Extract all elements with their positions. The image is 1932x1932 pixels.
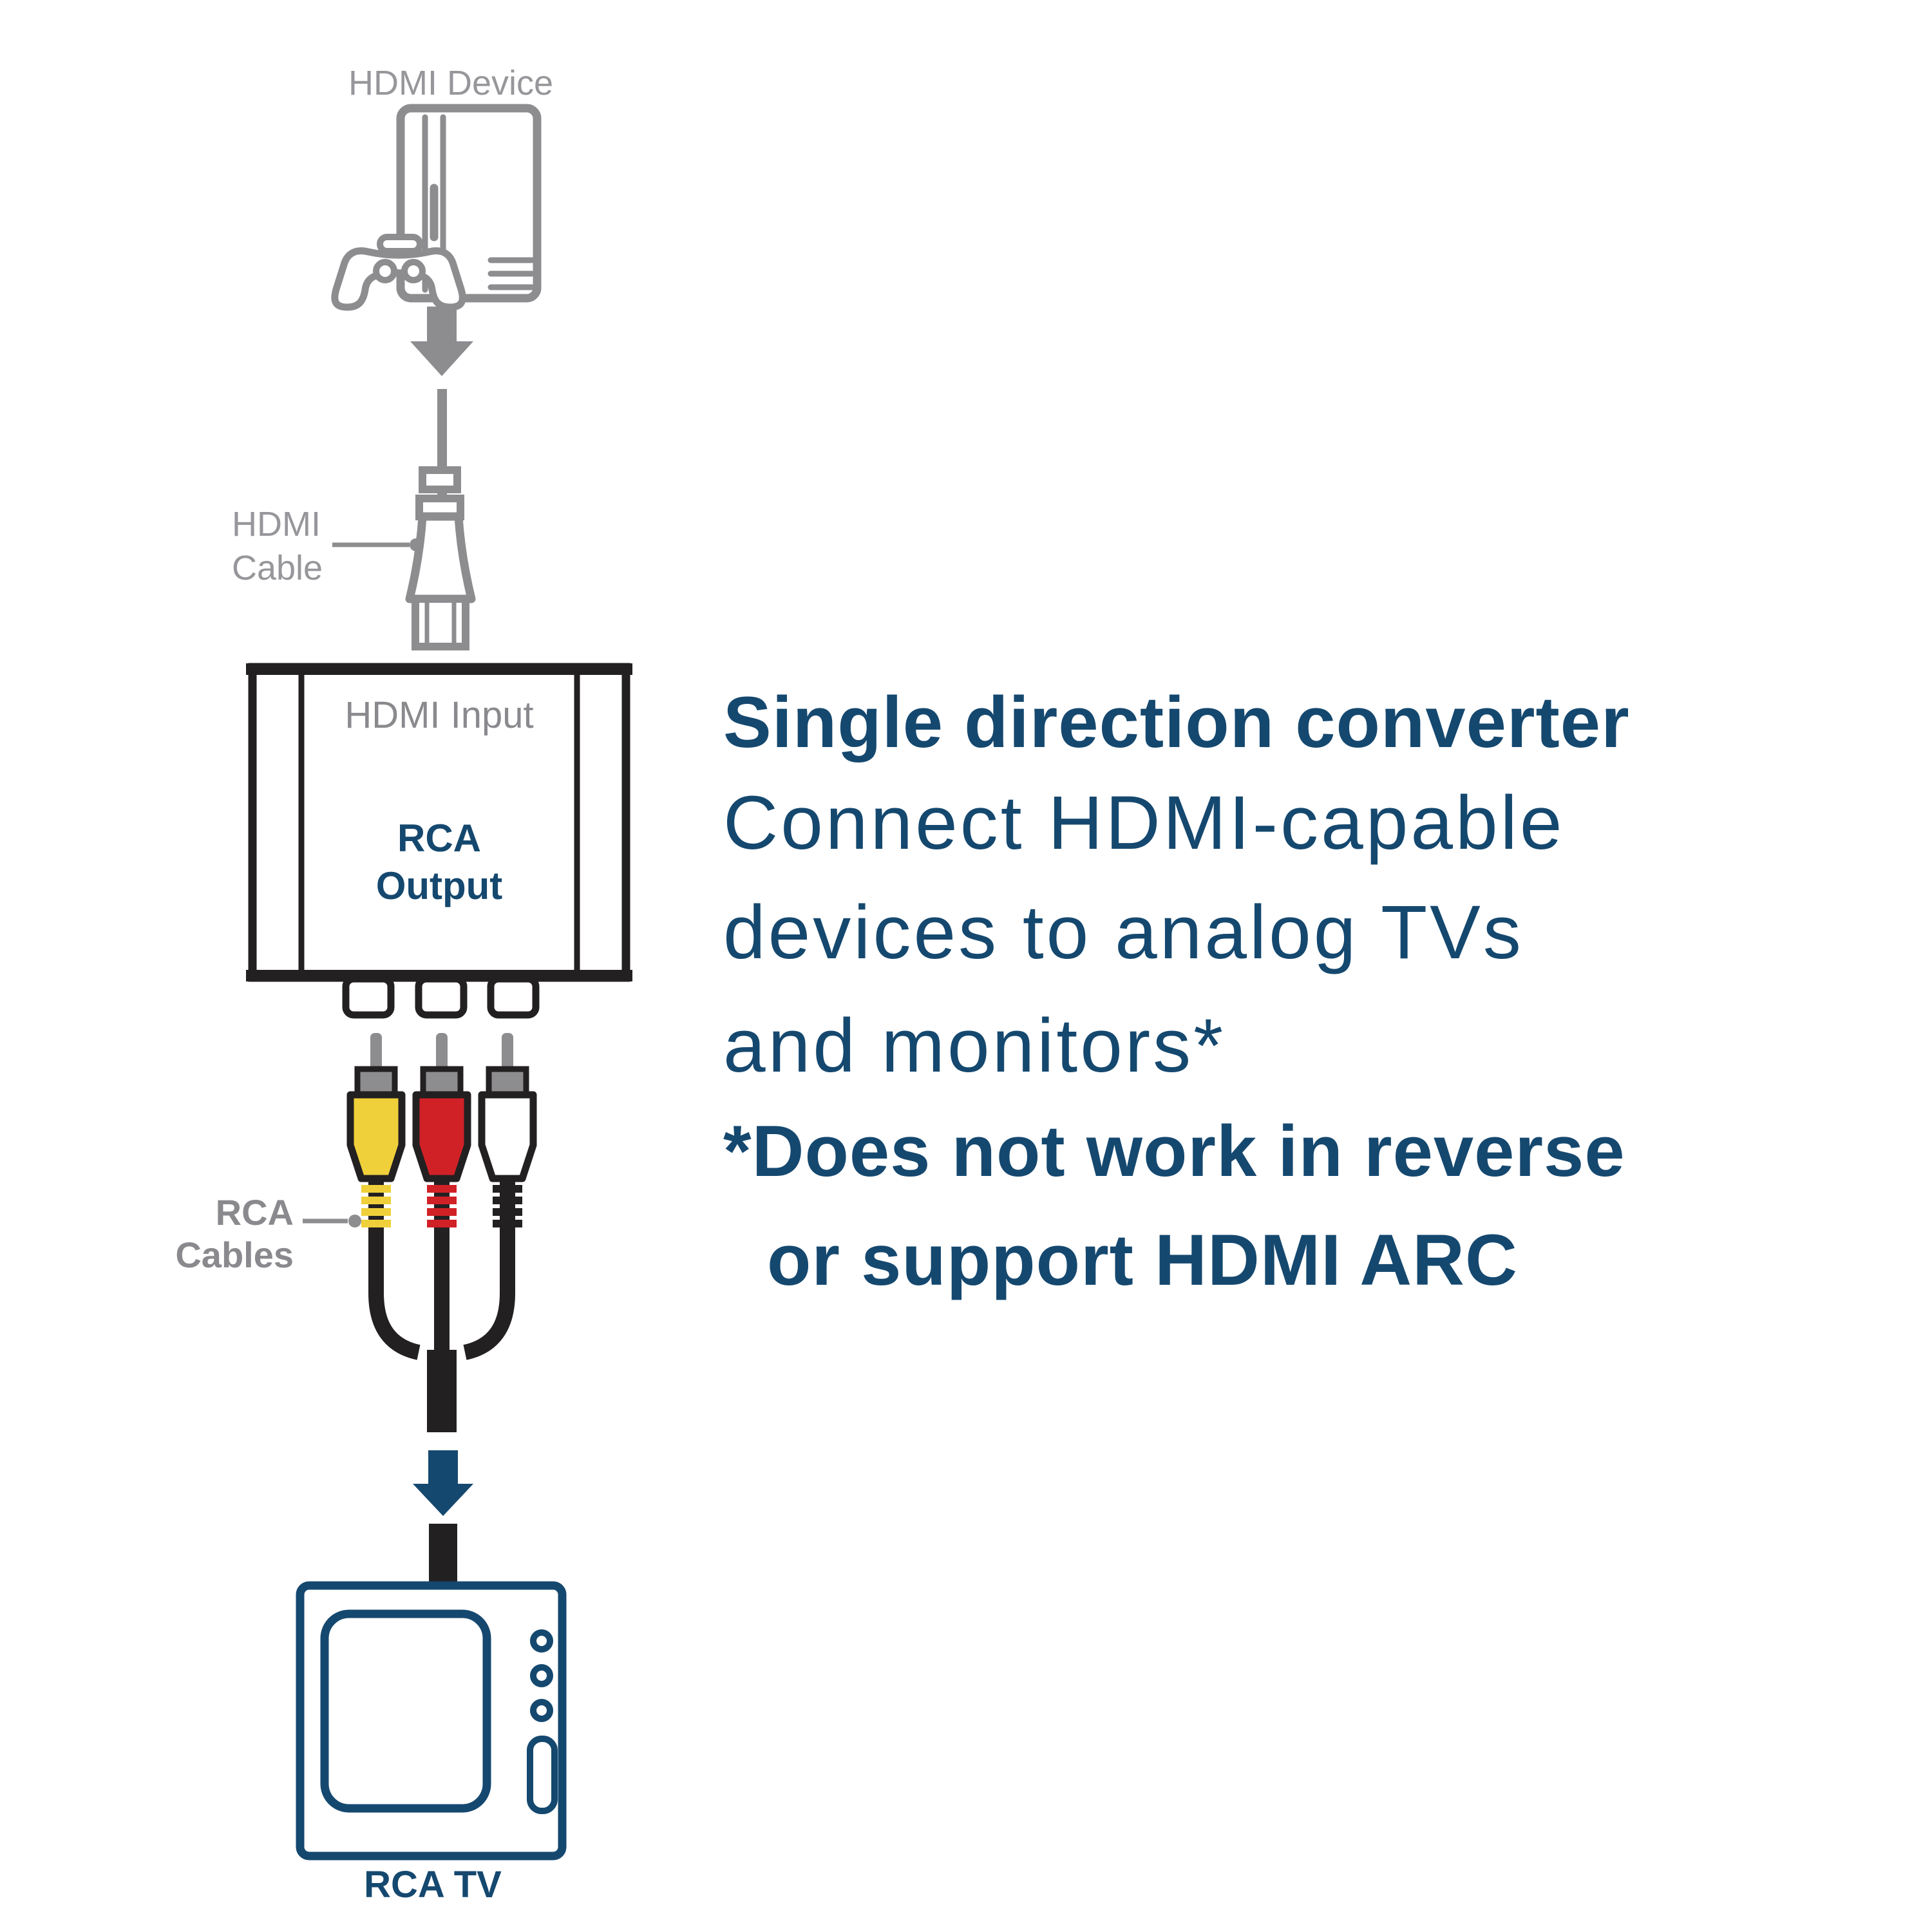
rca-output-ports <box>342 975 540 1019</box>
converter-box: HDMI Input RCA Output <box>246 663 632 1019</box>
rca-cables-label-line1: RCA <box>216 1192 294 1233</box>
game-console-icon <box>331 104 542 311</box>
gray-down-arrow-icon <box>410 307 473 376</box>
hdmi-device-label: HDMI Device <box>348 64 553 102</box>
converter-diagram: HDMI Device HD <box>175 64 632 1906</box>
description-body-line-3: and monitors* <box>723 1003 1226 1088</box>
converter-output-label-line1: RCA <box>397 817 481 860</box>
hdmi-cable-label-line2: Cable <box>232 549 323 587</box>
converter-input-label: HDMI Input <box>345 694 533 736</box>
tv-input-cable <box>429 1524 457 1591</box>
rca-tv-icon <box>296 1581 567 1861</box>
merged-cable <box>427 1350 457 1432</box>
rca-plug-red-icon <box>412 1033 471 1233</box>
rca-plug-yellow-icon <box>346 1033 406 1233</box>
description-body-line-1: Connect HDMI-capable <box>723 781 1565 866</box>
description-block: Single direction converter Connect HDMI-… <box>723 687 1908 1296</box>
rca-cables-leader-line <box>303 1215 361 1227</box>
description-footnote-line-2: or support HDMI ARC <box>767 1220 1518 1300</box>
rca-tv-label: RCA TV <box>364 1864 502 1906</box>
description-heading: Single direction converter <box>723 682 1630 762</box>
converter-output-label-line2: Output <box>376 864 503 907</box>
navy-down-arrow-icon <box>413 1450 473 1516</box>
rca-plug-white-icon <box>478 1033 537 1233</box>
hdmi-cable-leader-line <box>332 538 422 551</box>
rca-cables-label-line2: Cables <box>175 1235 294 1275</box>
hdmi-cable-label-line1: HDMI <box>232 505 321 544</box>
rca-cable-bundle <box>368 1230 515 1360</box>
description-body-line-2: devices to analog TVs <box>723 890 1524 975</box>
hdmi-cable-icon <box>405 389 476 650</box>
description-footnote-line-1: *Does not work in reverse <box>723 1111 1625 1191</box>
